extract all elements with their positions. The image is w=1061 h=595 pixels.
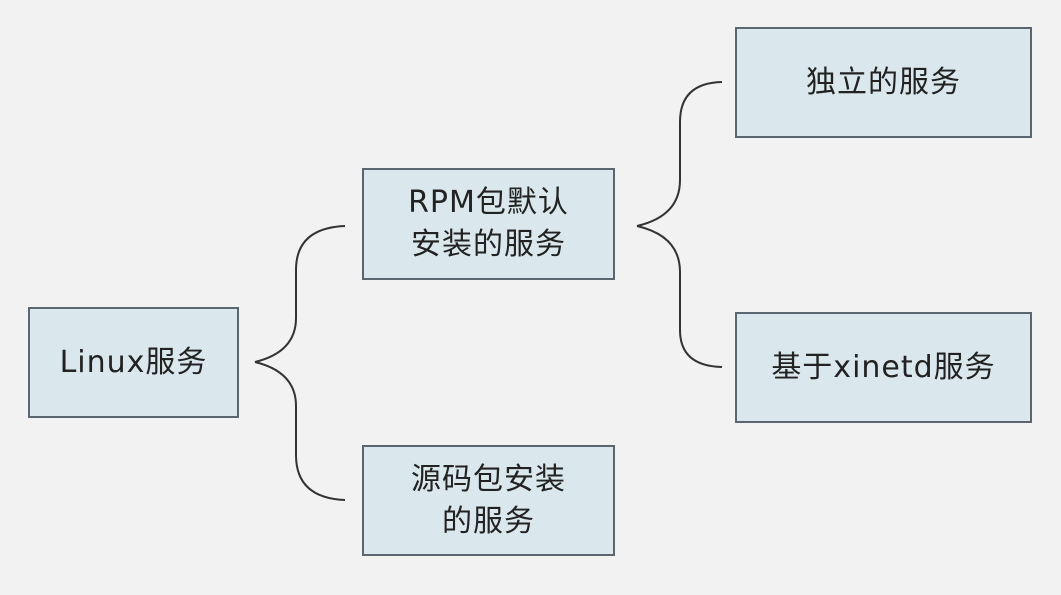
node-source-label-line2: 的服务: [442, 503, 535, 539]
connector-rpm-xinetd: [636, 225, 723, 368]
node-linux-services-label: Linux服务: [59, 344, 208, 380]
node-rpm-label-line2: 安装的服务: [411, 227, 566, 262]
connector-root-source: [254, 361, 346, 501]
node-xinetd-label: 基于xinetd服务: [771, 349, 996, 385]
node-rpm-label-line1: RPM包默认: [408, 185, 569, 220]
node-standalone-label: 独立的服务: [806, 64, 961, 100]
node-source-package-services: 源码包安装 的服务: [362, 445, 615, 556]
node-rpm-default-services: RPM包默认 安装的服务: [362, 168, 615, 280]
connector-root-rpm: [254, 225, 346, 363]
node-source-label-line1: 源码包安装: [411, 461, 566, 497]
node-standalone-services: 独立的服务: [735, 27, 1032, 138]
node-xinetd-services: 基于xinetd服务: [735, 312, 1032, 423]
node-linux-services: Linux服务: [28, 307, 239, 418]
connector-rpm-standalone: [636, 81, 723, 227]
